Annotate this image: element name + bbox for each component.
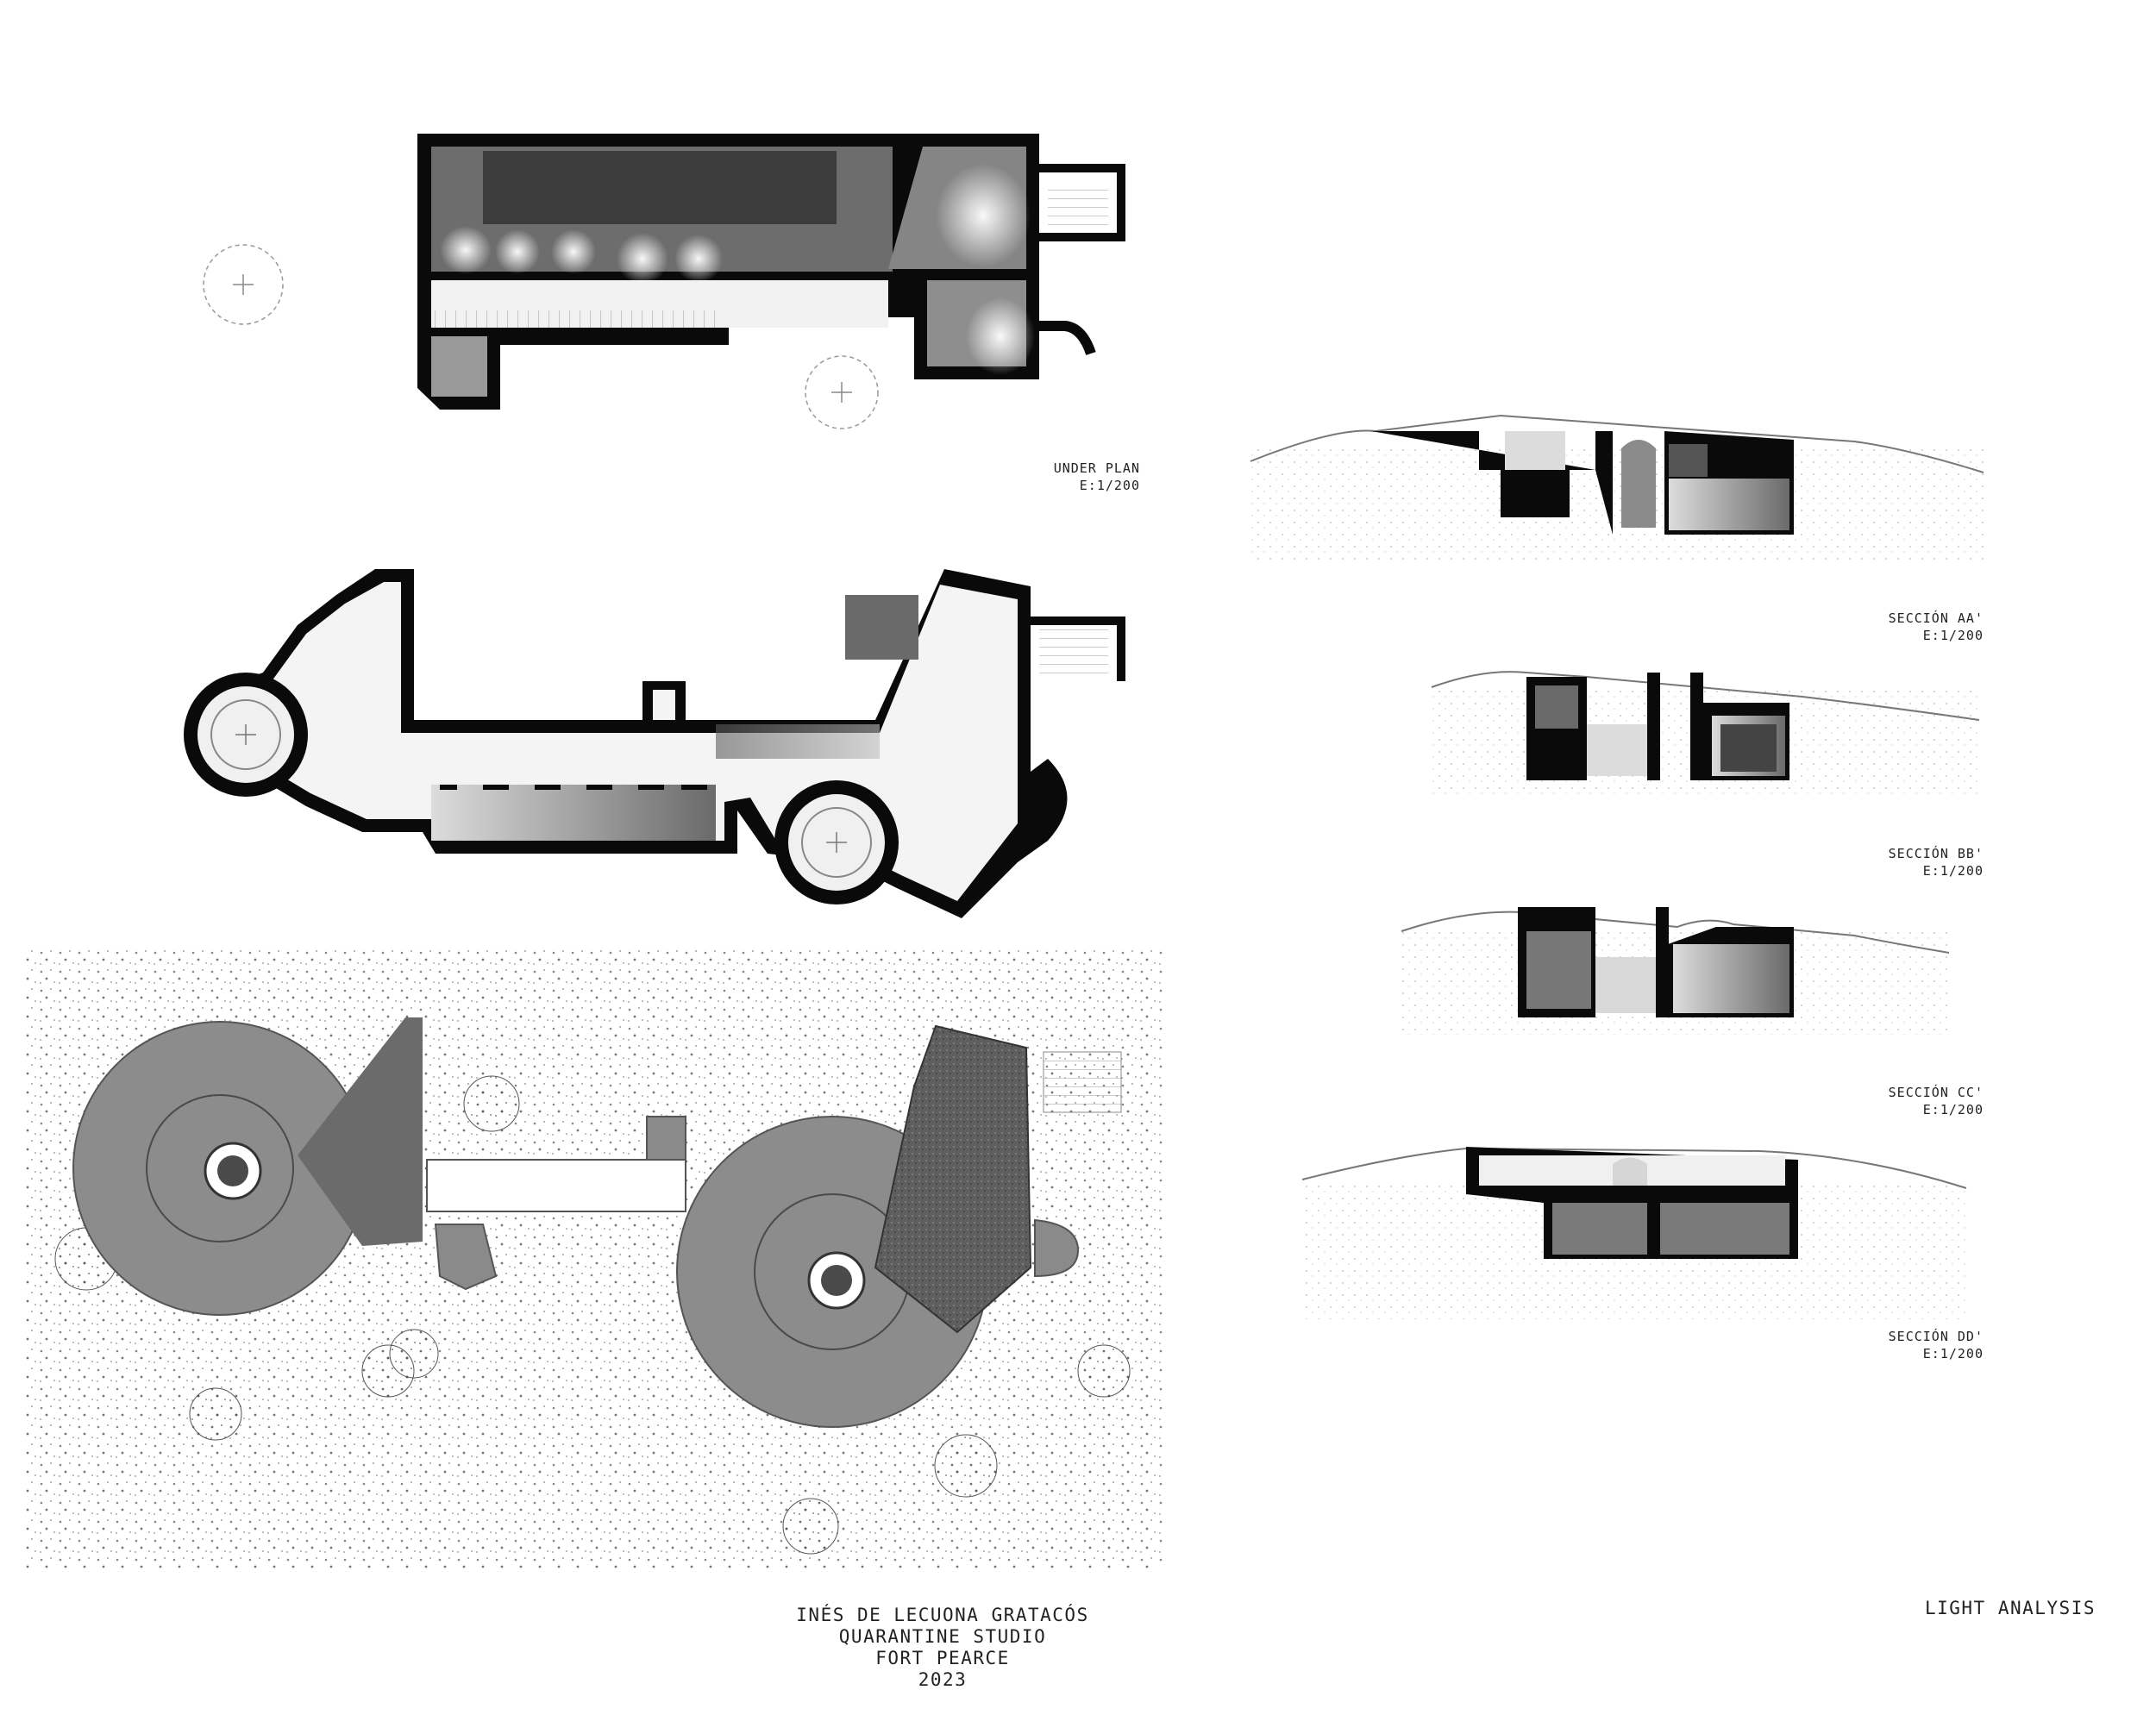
section-dd-drawing: [1301, 1147, 1967, 1319]
section-bb-void: [1587, 724, 1647, 776]
under-plan-drawing: [203, 134, 1125, 429]
north-stair: [1039, 164, 1125, 241]
section-bb-scale: E:1/200: [1923, 863, 1984, 879]
crosshair-icon: [826, 832, 847, 853]
gallery-windows: [440, 785, 707, 790]
tree-canopies: [54, 1075, 1131, 1555]
bridge-walk: [426, 1159, 686, 1212]
dark-gallery-core: [483, 151, 837, 224]
section-aa-scale: E:1/200: [1923, 628, 1984, 643]
central-annex-roof: [646, 1116, 686, 1161]
credit-author: INÉS DE LECUONA GRATACÓS: [796, 1604, 1088, 1625]
credits-block: INÉS DE LECUONA GRATACÓS QUARANTINE STUD…: [796, 1604, 1088, 1690]
under-plan-scale: E:1/200: [1080, 478, 1140, 493]
crosshair-icon: [233, 274, 254, 295]
east-turret: [774, 780, 899, 904]
section-dd-title: SECCIÓN DD': [1889, 1328, 1984, 1344]
central-annex-floor: [653, 690, 675, 720]
north-stair: [1031, 617, 1125, 681]
credit-year: 2023: [918, 1669, 968, 1690]
east-corridor-shade: [716, 724, 880, 759]
section-cc-void: [1595, 957, 1656, 1013]
crosshair-icon: [235, 724, 256, 745]
corridor-shade: [431, 785, 716, 841]
west-oculus-core: [217, 1155, 248, 1186]
south-ramp: [1039, 321, 1096, 356]
ne-room-shade: [845, 595, 918, 660]
west-roof-wedge: [298, 1017, 423, 1246]
corner-room: [431, 336, 487, 397]
site-stair: [1043, 1051, 1122, 1113]
west-roof-ring: [146, 1094, 294, 1242]
south-annex-roof: [434, 1224, 498, 1291]
survey-marker-icon: [203, 244, 284, 325]
section-cc-drawing: [1401, 907, 1950, 1035]
light-wells: [440, 164, 1035, 375]
credit-project: FORT PEARCE: [875, 1648, 1010, 1668]
section-bb-drawing: [1431, 671, 1980, 798]
section-aa-arch: [1621, 440, 1656, 528]
section-aa-room: [1669, 479, 1789, 530]
terrain-profile: [1301, 1147, 1967, 1189]
east-oculus-core: [821, 1265, 852, 1296]
section-aa-cut: [1505, 431, 1565, 470]
section-bb-dark: [1720, 724, 1777, 772]
stair-treads: [431, 310, 716, 328]
west-turret: [184, 673, 308, 797]
section-aa-dark-room: [1669, 444, 1708, 477]
section-dd-scale: E:1/200: [1923, 1346, 1984, 1361]
crosshair-icon: [831, 382, 852, 403]
section-dd-room-west: [1552, 1203, 1647, 1255]
under-plan-title: UNDER PLAN: [1054, 460, 1140, 476]
ground-plan-drawing: [184, 569, 1125, 918]
east-gravel-roof: [874, 1024, 1032, 1334]
ground-stipple: [1250, 448, 1984, 560]
section-cc-title: SECCIÓN CC': [1889, 1084, 1984, 1100]
credit-studio: QUARANTINE STUDIO: [839, 1626, 1046, 1647]
survey-marker-icon: [805, 355, 879, 429]
section-bb-room-west: [1535, 685, 1578, 729]
section-aa-drawing: [1250, 414, 1984, 560]
sheet-title: LIGHT ANALYSIS: [1925, 1598, 2096, 1618]
section-dd-arch: [1613, 1157, 1647, 1186]
section-cc-room-east: [1673, 944, 1789, 1013]
east-apse-roof: [1034, 1218, 1080, 1278]
section-dd-room-east: [1660, 1203, 1789, 1255]
section-cc-scale: E:1/200: [1923, 1102, 1984, 1117]
site-plan-drawing: [26, 948, 1164, 1569]
section-cc-room-west: [1526, 931, 1591, 1009]
section-aa-title: SECCIÓN AA': [1889, 610, 1984, 626]
section-bb-title: SECCIÓN BB': [1889, 845, 1984, 861]
